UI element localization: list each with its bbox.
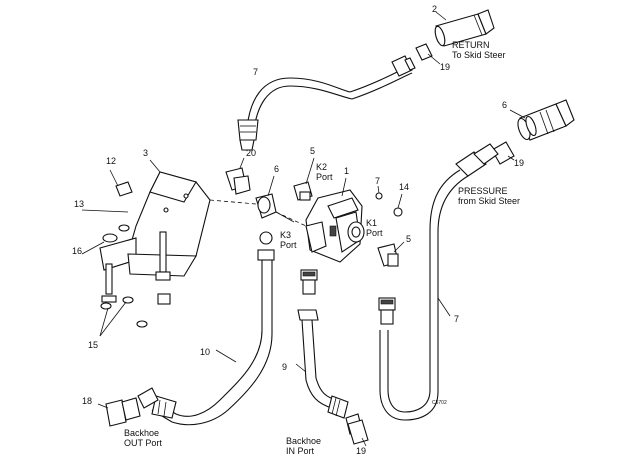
callout-10: 10 [200, 347, 210, 357]
assembly-line [209, 199, 257, 205]
callout-6-right: 6 [502, 100, 507, 110]
coupler-19-bottom [347, 419, 369, 447]
fitting-5-k2 [293, 157, 315, 201]
valve-1 [305, 177, 365, 263]
fitting-k3-side [257, 231, 275, 261]
hose-10 [137, 260, 273, 426]
coupler-18 [97, 397, 141, 427]
callout-12: 12 [106, 156, 116, 166]
fitting-5-k1 [377, 241, 405, 267]
callout-13: 13 [74, 199, 84, 209]
assembly-line-2 [275, 211, 307, 227]
callout-5-top: 5 [310, 146, 315, 156]
bracket-3 [99, 159, 211, 277]
k1-port-label-2: Port [366, 228, 383, 238]
callout-15: 15 [88, 340, 98, 350]
pressure-hose-7 [379, 143, 499, 421]
washers-15 [99, 296, 148, 337]
k1-port-label-1: K1 [366, 218, 377, 228]
washer-16 [102, 224, 130, 243]
callout-18: 18 [82, 396, 92, 406]
figure-code: C5702 [432, 400, 447, 406]
fitting-7-small [375, 185, 383, 200]
k3-port-label-2: Port [280, 240, 297, 250]
callout-6-mid: 6 [274, 164, 279, 174]
callout-7-right: 7 [454, 314, 459, 324]
return-label-2: To Skid Steer [452, 50, 506, 60]
pressure-label-2: from Skid Steer [458, 196, 520, 206]
callout-3: 3 [143, 148, 148, 158]
callout-14: 14 [399, 182, 409, 192]
backhoe-out-label-1: Backhoe [124, 428, 159, 438]
bolt-left [101, 263, 117, 303]
pressure-label-1: PRESSURE [458, 186, 508, 196]
return-label-1: RETURN [452, 40, 490, 50]
hose-9 [295, 309, 363, 435]
adapter-19-right [491, 141, 515, 165]
callout-19-right: 19 [514, 158, 524, 168]
backhoe-in-label-1: Backhoe [286, 436, 321, 446]
callout-7-top: 7 [253, 67, 258, 77]
leader-12 [109, 169, 119, 187]
callout-2: 2 [432, 4, 437, 14]
pressure-hose-fitting [378, 297, 396, 325]
coupler-2 [434, 9, 495, 47]
hose-7-left [237, 77, 353, 151]
callout-16: 16 [72, 246, 82, 256]
k2-port-label-1: K2 [316, 162, 327, 172]
part-14 [393, 193, 403, 217]
nut-12 [115, 181, 133, 197]
k2-port-label-2: Port [316, 172, 333, 182]
callout-5-k1: 5 [406, 234, 411, 244]
callout-4: 1 [344, 166, 349, 176]
callout-19-bottom: 19 [356, 446, 366, 456]
leader-13 [81, 209, 129, 213]
backhoe-in-label-2: IN Port [286, 446, 315, 456]
callout-20: 20 [246, 148, 256, 158]
k3-port-label-1: K3 [280, 230, 291, 240]
callout-9: 9 [282, 362, 287, 372]
bolt-right [155, 231, 171, 305]
callout-7-mid: 7 [375, 176, 380, 186]
elbow-20 [225, 157, 251, 195]
fitting-6-k3 [255, 175, 295, 223]
leader-16 [81, 241, 105, 255]
return-hose [349, 43, 441, 100]
valve-bottom-fitting [300, 269, 318, 295]
backhoe-out-label-2: OUT Port [124, 438, 162, 448]
coupler-6-right [509, 99, 575, 141]
callout-19-top: 19 [440, 62, 450, 72]
